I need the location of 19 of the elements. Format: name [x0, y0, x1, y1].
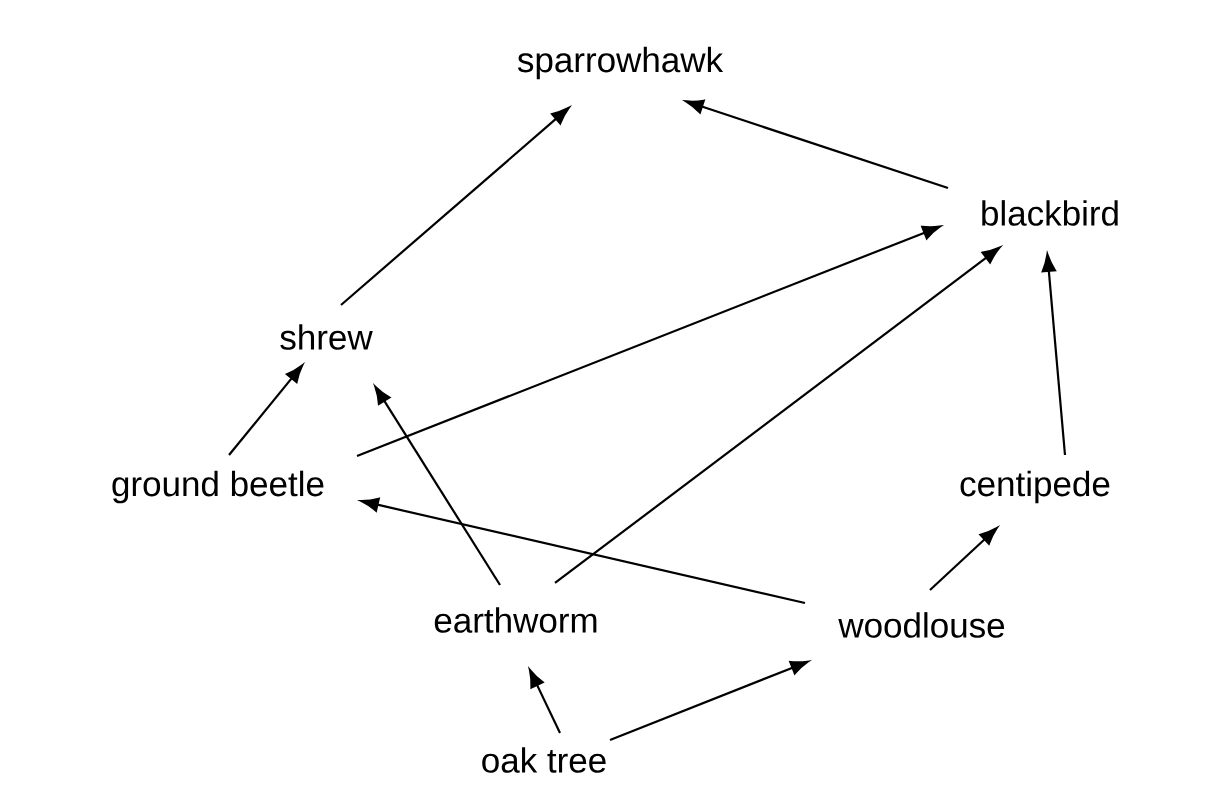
arrow	[929, 527, 998, 591]
arrow	[1041, 253, 1067, 456]
arrow	[554, 246, 1001, 584]
organism-label: oak tree	[482, 747, 606, 773]
arrow	[528, 669, 561, 734]
organism-label: earthworm	[434, 607, 597, 633]
arrow	[356, 225, 941, 458]
organism-label: centipede	[960, 470, 1110, 504]
arrow	[360, 497, 806, 605]
arrow	[609, 660, 809, 742]
organism-label: sparrowhawk	[517, 46, 724, 80]
organism-label: woodlouse	[838, 612, 1005, 638]
arrow	[228, 364, 304, 456]
organism-label: blackbird	[982, 200, 1118, 226]
arrow	[340, 106, 570, 306]
arrow	[685, 99, 949, 190]
arrow	[374, 385, 501, 586]
organism-label: shrew	[280, 324, 373, 350]
organism-label: ground beetle	[112, 470, 324, 504]
